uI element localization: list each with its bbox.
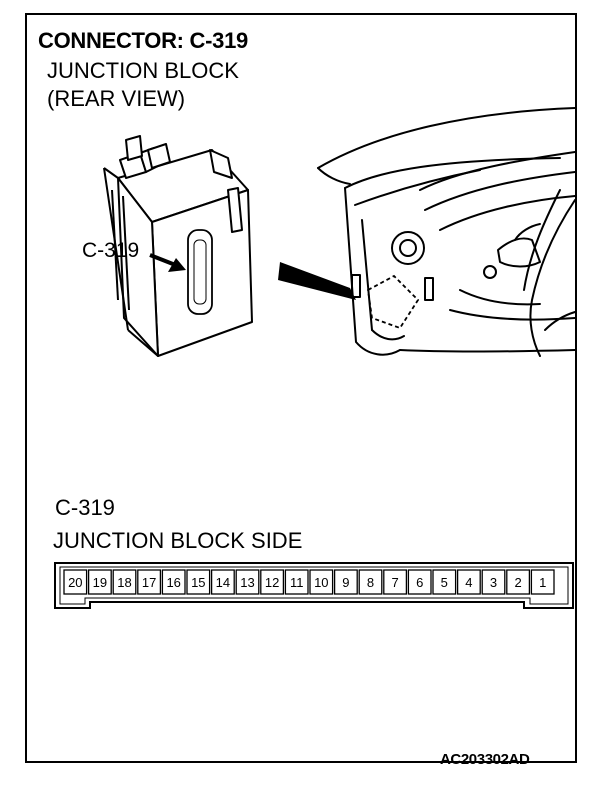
pin-number-7: 7: [391, 575, 398, 590]
pin-number-3: 3: [490, 575, 497, 590]
pin-cell-20: [63, 569, 88, 595]
callout-arrow: [149, 253, 186, 272]
pin-number-6: 6: [416, 575, 423, 590]
pin-cell-2: [506, 569, 531, 595]
callout-label: C-319: [82, 239, 140, 262]
pin-cell-5: [432, 569, 457, 595]
pin-number-5: 5: [441, 575, 448, 590]
connector-outline: [54, 562, 574, 609]
pin-number-2: 2: [514, 575, 521, 590]
pin-number-20: 20: [68, 575, 82, 590]
pin-cell-12: [260, 569, 285, 595]
figure-code: AC203302AD: [440, 751, 530, 768]
pin-number-11: 11: [290, 575, 304, 590]
pin-row: 20 19 18 17 16 15 14 13 12 11 10 9 8 7 6 5 4 3 2 1: [63, 569, 555, 595]
pin-number-9: 9: [342, 575, 349, 590]
pin-cell-19: [87, 569, 112, 595]
pin-cell-9: [333, 569, 358, 595]
pin-cell-4: [456, 569, 481, 595]
location-pointer-arrow: [278, 262, 356, 300]
pin-number-17: 17: [142, 575, 156, 590]
pin-number-8: 8: [367, 575, 374, 590]
pin-number-14: 14: [216, 575, 230, 590]
pin-number-13: 13: [240, 575, 254, 590]
pin-number-4: 4: [465, 575, 472, 590]
pin-number-18: 18: [117, 575, 131, 590]
pin-number-15: 15: [191, 575, 205, 590]
pin-cell-18: [112, 569, 137, 595]
pin-cell-15: [186, 569, 211, 595]
diagram-title: CONNECTOR: C-319: [38, 28, 248, 53]
pin-cell-1: [530, 569, 555, 595]
pin-cell-16: [161, 569, 186, 595]
pin-number-19: 19: [93, 575, 107, 590]
junction-block-icon: [103, 135, 253, 357]
pin-cell-3: [481, 569, 506, 595]
pin-number-12: 12: [265, 575, 279, 590]
pin-number-16: 16: [166, 575, 180, 590]
pin-cell-7: [383, 569, 408, 595]
connector-label: C-319: [55, 495, 115, 520]
pin-cell-8: [358, 569, 383, 595]
pin-cell-13: [235, 569, 260, 595]
pin-cell-14: [210, 569, 235, 595]
dashboard-icon: [317, 107, 576, 357]
pin-number-10: 10: [314, 575, 328, 590]
view-label: (REAR VIEW): [47, 86, 186, 111]
diagram-frame: [25, 13, 577, 763]
pin-cell-11: [284, 569, 309, 595]
pin-cell-17: [137, 569, 162, 595]
connector-location-marker: [367, 274, 420, 330]
component-name: JUNCTION BLOCK: [47, 58, 239, 83]
pin-cell-6: [407, 569, 432, 595]
connector-side-label: JUNCTION BLOCK SIDE: [53, 528, 303, 553]
pin-number-1: 1: [539, 575, 546, 590]
pin-cell-10: [309, 569, 334, 595]
